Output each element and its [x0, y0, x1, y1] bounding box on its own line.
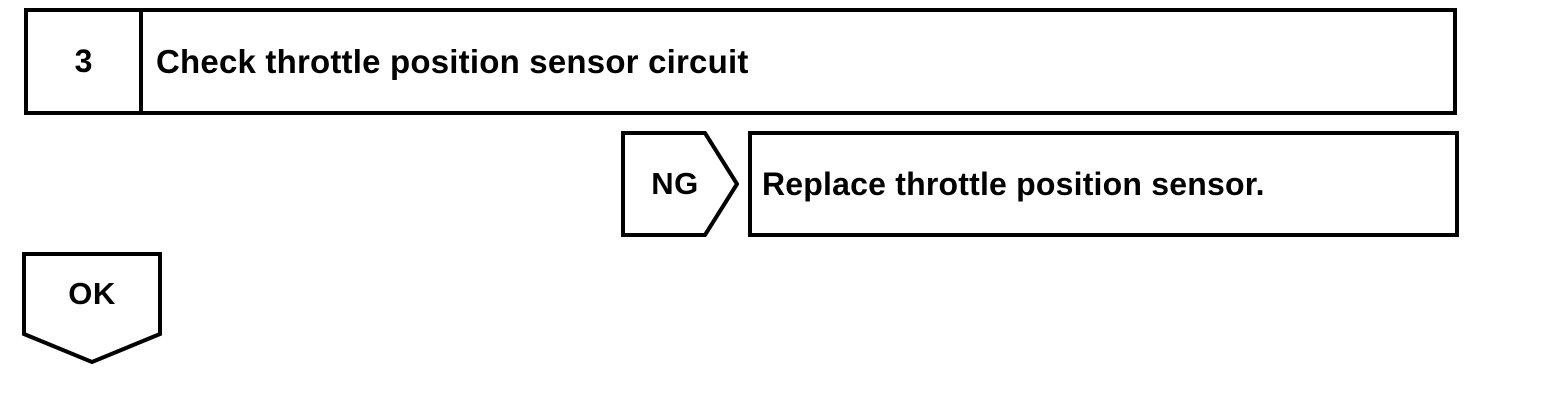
ng-connector-arrow	[621, 131, 739, 237]
ng-pentagon-shape	[621, 131, 739, 237]
step-number: 3	[28, 12, 143, 111]
step-title: Check throttle position sensor circuit	[156, 42, 749, 80]
ok-pentagon-shape	[22, 252, 162, 364]
step-box: 3 Check throttle position sensor circuit	[24, 8, 1457, 115]
ng-action-box: Replace throttle position sensor.	[748, 131, 1459, 237]
ok-connector-arrow	[22, 252, 162, 364]
